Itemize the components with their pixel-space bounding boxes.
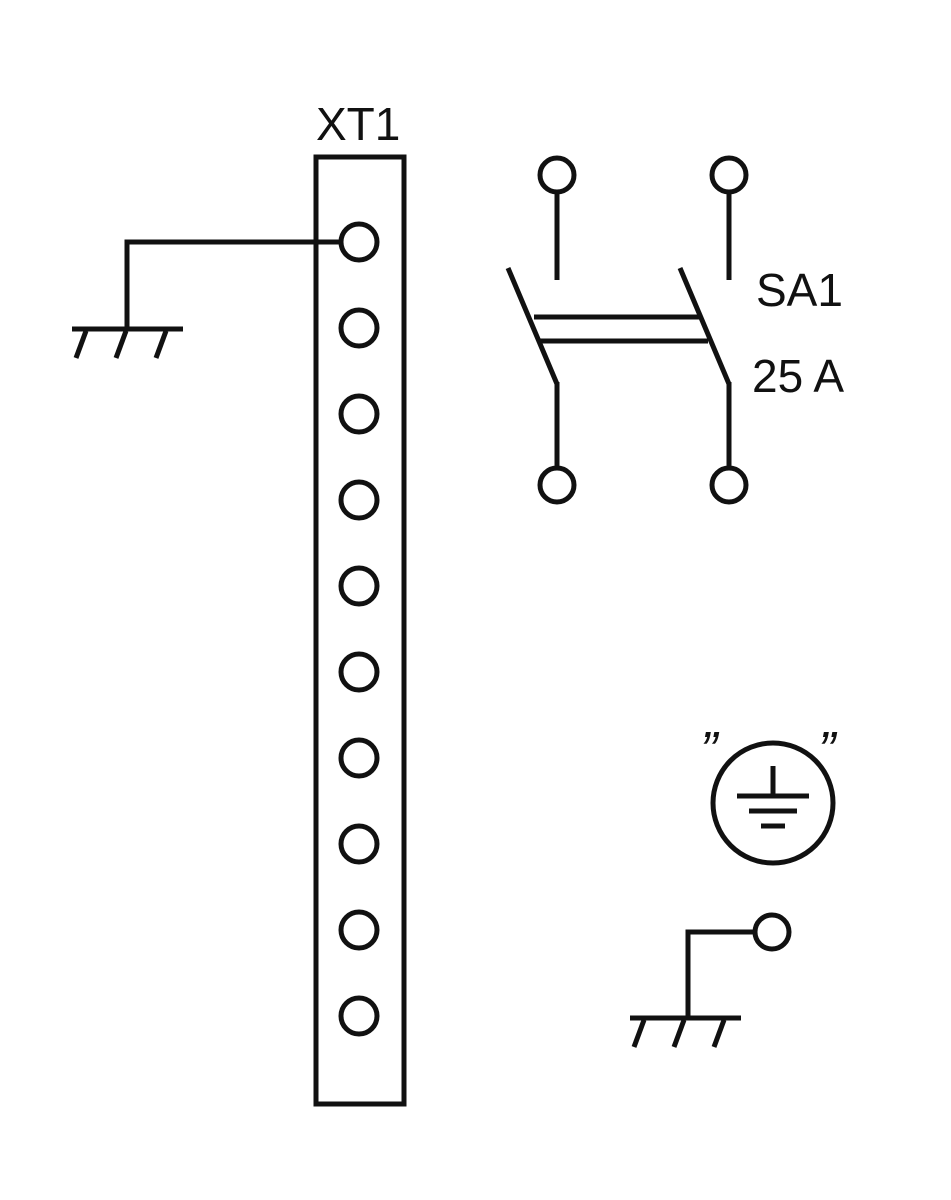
terminal-list xyxy=(338,221,380,1037)
terminal-4 xyxy=(338,479,380,521)
terminal-3 xyxy=(338,393,380,435)
switch-designation: SA1 xyxy=(756,264,843,316)
switch-terminal-top-right xyxy=(709,155,749,195)
terminal-10 xyxy=(338,995,380,1037)
terminal-7 xyxy=(338,737,380,779)
terminal-8 xyxy=(338,823,380,865)
switch-terminal-bottom-right xyxy=(709,465,749,505)
terminal-6 xyxy=(338,651,380,693)
switch-terminal-top-left xyxy=(537,155,577,195)
terminal-9 xyxy=(338,909,380,951)
switch-rating: 25 A xyxy=(752,350,844,402)
quote-open: ” xyxy=(700,722,720,780)
ground-terminal xyxy=(752,912,792,952)
chassis-ground-icon-2 xyxy=(630,1015,741,1048)
two-pole-switch-icon xyxy=(505,155,749,505)
ground-wire-2 xyxy=(685,929,755,1018)
chassis-ground-icon xyxy=(72,326,183,359)
terminal-5 xyxy=(338,565,380,607)
terminal-block xyxy=(313,154,407,1107)
terminal-block-label: XT1 xyxy=(316,98,400,150)
terminal-1 xyxy=(338,221,380,263)
ground-wire-1 xyxy=(124,239,341,329)
protective-earth-icon xyxy=(710,740,836,866)
switch-terminal-bottom-left xyxy=(537,465,577,505)
terminal-2 xyxy=(338,307,380,349)
